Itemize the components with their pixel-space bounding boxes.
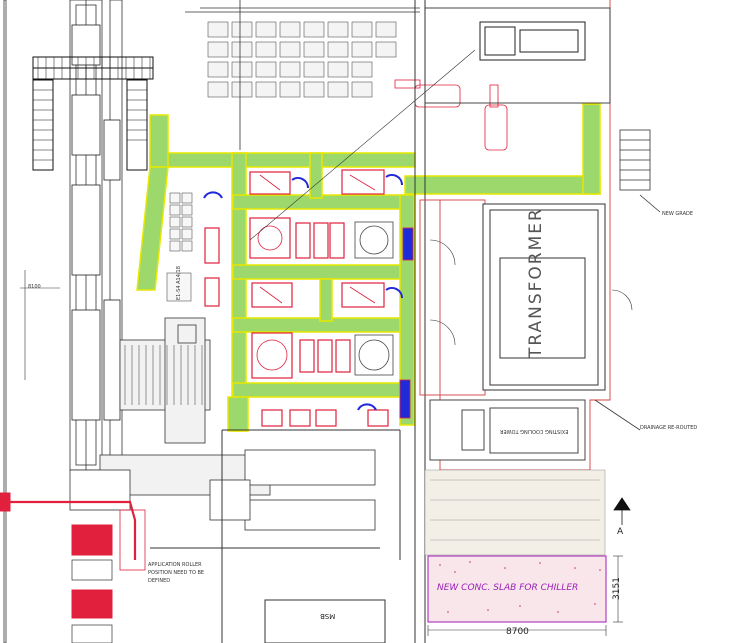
msb-label: MSB (320, 612, 336, 620)
roller-note-2: POSITION NEED TO BE (148, 570, 205, 576)
ground-strip (424, 469, 606, 556)
new-slab-label: NEW CONC. SLAB FOR CHILLER (437, 583, 579, 593)
cooling-tower-label: EXISTING COOLING TOWER (500, 428, 569, 434)
machines (204, 169, 389, 427)
small-pallets (166, 192, 193, 302)
slab-dimensions (427, 555, 623, 636)
pallet-storage-grid (207, 21, 397, 98)
left-dimension-label: 8100 (28, 284, 41, 290)
slab-width-label: 8700 (506, 627, 529, 637)
conveyor-stations (71, 24, 121, 421)
new-chiller-slab (427, 555, 607, 623)
forklift-outline (394, 79, 508, 151)
rotary-tables (354, 221, 394, 376)
section-marker (613, 497, 631, 525)
transformer-room (482, 203, 606, 391)
right-stair (594, 129, 661, 431)
drainage-label: DRAINAGE RE-ROUTED (640, 425, 698, 431)
lower-cell (69, 317, 376, 531)
cooling-tower (429, 399, 586, 461)
robots (203, 174, 403, 411)
slab-height-label: 3151 (612, 577, 622, 600)
door-swings (429, 239, 633, 346)
transformer-label: TRANSFORMER (526, 207, 546, 358)
lower-red-machines (0, 492, 113, 619)
section-mark-label: A (617, 527, 624, 537)
machine-details (256, 174, 376, 371)
overhead-gantry (32, 56, 154, 171)
roller-note-3: DEFINED (148, 578, 171, 584)
left-dimension (20, 270, 60, 380)
lower-left-stations (71, 559, 113, 643)
roller-note-1: APPLICATION ROLLER (148, 562, 202, 568)
robot-bases (399, 227, 414, 419)
new-grade-label: NEW GRADE (662, 211, 694, 217)
red-pipeline (0, 500, 137, 560)
equipment-top-right (479, 21, 586, 61)
equipment-tag: E1-S4 A14/18 (176, 266, 182, 300)
